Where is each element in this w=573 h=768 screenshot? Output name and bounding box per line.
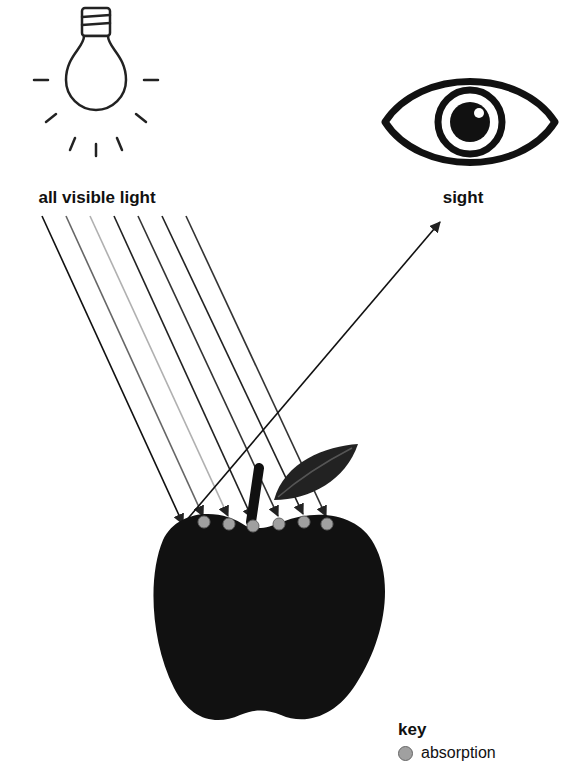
absorption-dots xyxy=(198,516,333,532)
viewer-label: sight xyxy=(443,188,484,208)
source-label: all visible light xyxy=(38,188,155,208)
legend-swatch xyxy=(398,746,413,761)
light-bulb xyxy=(34,8,158,156)
legend-entry: absorption xyxy=(398,744,496,762)
apple xyxy=(153,444,385,720)
light-rays xyxy=(42,216,440,524)
eye-icon xyxy=(385,82,555,163)
legend-text: absorption xyxy=(421,744,496,762)
legend-heading: key xyxy=(398,720,426,740)
